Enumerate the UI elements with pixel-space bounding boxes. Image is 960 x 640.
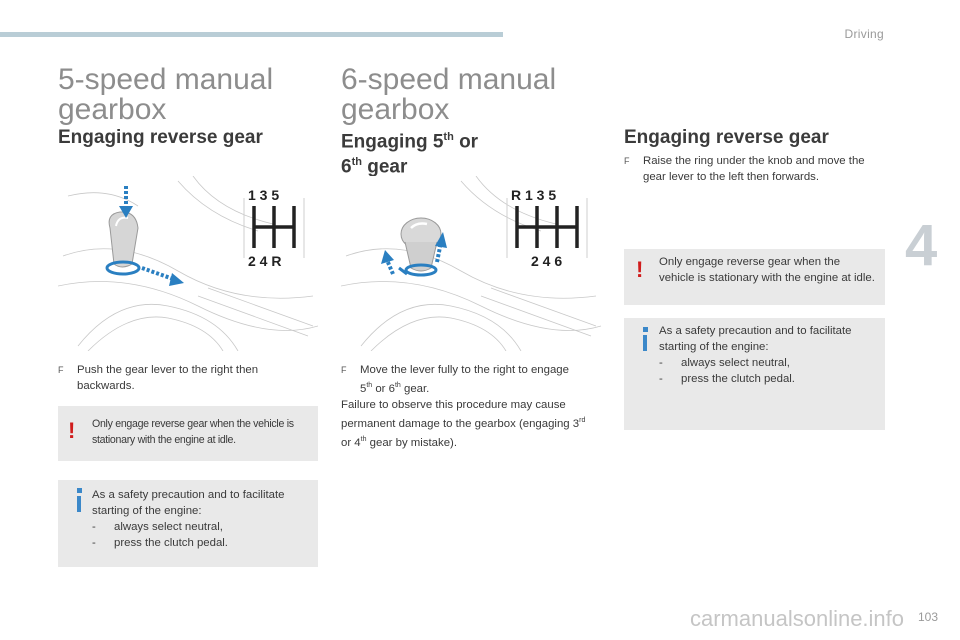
col3-info-item-1: press the clutch pedal. — [681, 373, 795, 385]
col3-warning-text: Only engage reverse gear when the vehicl… — [659, 256, 875, 284]
col3-info-item-0: always select neutral, — [681, 357, 790, 369]
list-item: - always select neutral, — [92, 519, 308, 535]
col2-subtitle-d: gear — [361, 156, 408, 178]
dash-marker: - — [92, 521, 96, 533]
col2-subtitle-sup2: th — [351, 156, 362, 169]
list-item: - press the clutch pedal. — [659, 371, 877, 387]
col3-info-intro: As a safety precaution and to facilitate… — [659, 325, 852, 353]
col2-subtitle-a: Engaging 5 — [341, 131, 444, 153]
col2-instruction-b3: gear. — [400, 382, 430, 395]
col2-failure-b-sup2: th — [360, 435, 367, 443]
gate-bottom-labels: 2 4 R — [248, 253, 281, 269]
col2-subtitle: Engaging 5th or 6th gear — [341, 127, 478, 178]
col2-title: 6-speed manual gearbox — [341, 65, 556, 125]
col2-failure-a: Failure to observe this procedure may ca… — [341, 398, 570, 430]
col2-instruction-b1: 5 — [360, 382, 367, 395]
col1-info-box: As a safety precaution and to facilitate… — [58, 480, 318, 567]
col2-instruction-b2: or 6 — [372, 382, 395, 395]
col2-instruction-a: Move the lever fully to the right to eng… — [360, 364, 569, 376]
list-item: - press the clutch pedal. — [92, 535, 308, 551]
bullet-icon: F — [624, 156, 630, 166]
col1-warning-text: Only engage reverse gear when the vehicl… — [92, 418, 294, 446]
col1-instruction-text: Push the gear lever to the right then ba… — [77, 364, 259, 392]
col1-subtitle: Engaging reverse gear — [58, 127, 263, 148]
col2-failure-b1: 3 — [572, 417, 580, 430]
col1-info-intro: As a safety precaution and to facilitate… — [92, 489, 285, 517]
chapter-number: 4 — [905, 213, 938, 278]
list-item: - always select neutral, — [659, 355, 877, 371]
col3-info-content: As a safety precaution and to facilitate… — [659, 323, 877, 387]
gearbox-5speed-svg: 1 3 5 2 4 R — [57, 175, 319, 352]
gearbox-6speed-illustration: R 1 3 5 2 4 6 — [340, 175, 603, 352]
bullet-icon: F — [341, 365, 347, 375]
gate-top-labels: R 1 3 5 — [511, 187, 556, 203]
col2-title-line2: gearbox — [341, 93, 450, 126]
col1-title: 5-speed manual gearbox — [58, 65, 273, 125]
bullet-icon: F — [58, 365, 64, 375]
warning-icon: ! — [68, 418, 76, 443]
dash-marker: - — [92, 537, 96, 549]
col3-subtitle: Engaging reverse gear — [624, 127, 829, 148]
col1-info-item-0: always select neutral, — [114, 521, 223, 533]
col1-instruction: F Push the gear lever to the right then … — [58, 362, 310, 394]
col1-info-item-1: press the clutch pedal. — [114, 537, 228, 549]
col3-info-box: As a safety precaution and to facilitate… — [624, 318, 885, 430]
col3-instruction-text: Raise the ring under the knob and move t… — [643, 155, 865, 183]
col2-failure-b2: or 4 — [341, 436, 361, 449]
col2-instruction-text: Move the lever fully to the right to eng… — [360, 362, 596, 397]
col1-warning-box: ! Only engage reverse gear when the vehi… — [58, 406, 318, 461]
col2-failure-b-sup1: rd — [579, 416, 586, 424]
gearbox-5speed-illustration: 1 3 5 2 4 R — [57, 175, 319, 352]
col2-instruction-b-sup1: th — [366, 382, 373, 389]
gate-top-labels: 1 3 5 — [248, 187, 279, 203]
warning-icon: ! — [636, 257, 644, 282]
col2-subtitle-c: 6 — [341, 156, 352, 178]
col3-instruction: F Raise the ring under the knob and move… — [624, 153, 880, 185]
page-number: 103 — [917, 610, 938, 624]
col2-failure-text: Failure to observe this procedure may ca… — [341, 397, 596, 451]
col2-title-line1: 6-speed manual — [341, 63, 557, 96]
col1-title-line2: gearbox — [58, 93, 167, 126]
gearbox-6speed-svg: R 1 3 5 2 4 6 — [340, 175, 602, 352]
col2-instruction: F Move the lever fully to the right to e… — [341, 362, 596, 450]
watermark: carmanualsonline.info — [690, 606, 905, 631]
col3-warning-box: ! Only engage reverse gear when the vehi… — [624, 249, 885, 305]
gate-bottom-labels: 2 4 6 — [531, 253, 562, 269]
dash-marker: - — [659, 357, 663, 369]
section-label: Driving — [844, 27, 884, 41]
top-accent-bar — [0, 32, 503, 37]
col1-title-line1: 5-speed manual — [58, 63, 274, 96]
col1-info-content: As a safety precaution and to facilitate… — [92, 487, 308, 551]
col2-subtitle-sup1: th — [443, 131, 454, 143]
col2-failure-b3: gear by mistake). — [366, 436, 458, 449]
col2-subtitle-b: or — [453, 131, 479, 153]
col2-instruction-b-sup2: th — [394, 382, 401, 389]
dash-marker: - — [659, 373, 663, 385]
